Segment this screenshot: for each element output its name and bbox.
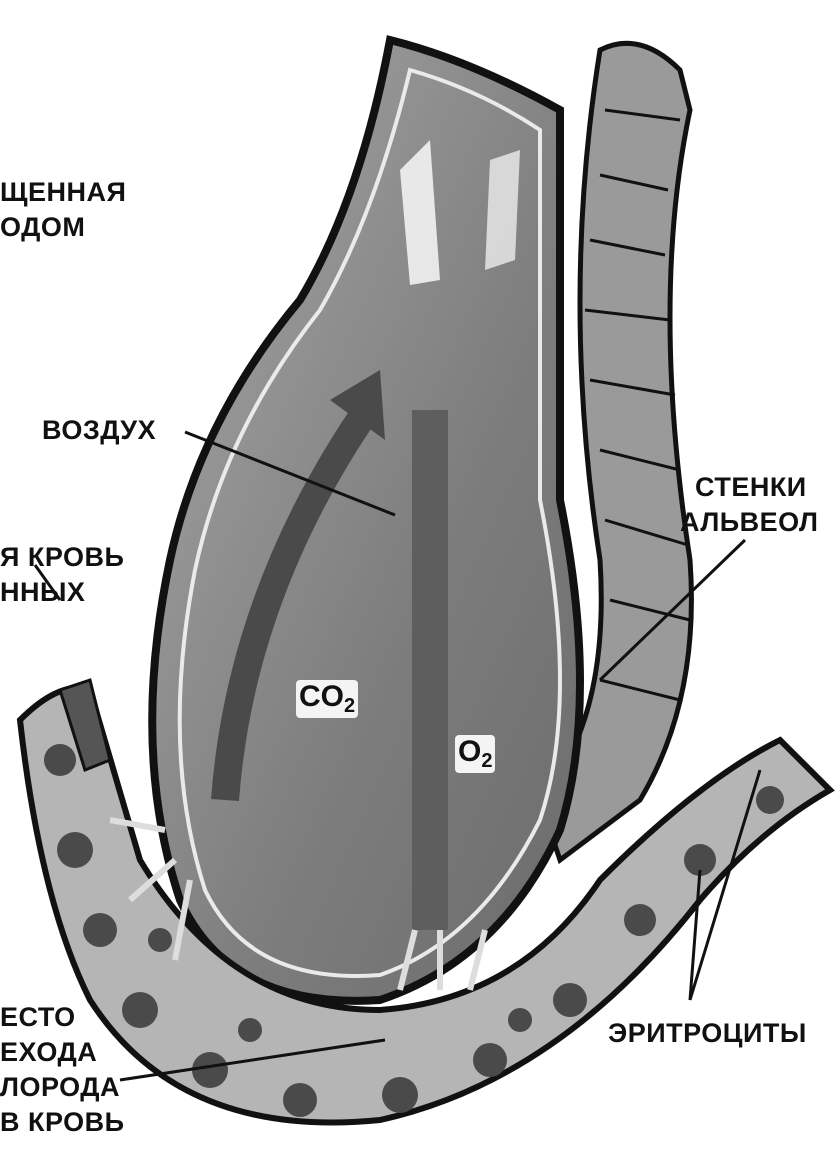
label-erythrocytes: ЭРИТРОЦИТЫ (608, 1016, 807, 1050)
co2-text: CO (299, 680, 344, 713)
o2-label: O2 (455, 735, 495, 773)
label-top-left-1: ЩЕННАЯ (0, 175, 126, 209)
o2-subscript: 2 (481, 750, 492, 772)
label-place-1: ЕСТО (0, 1000, 76, 1034)
light-reflection-right (485, 150, 520, 270)
label-place-3: ЛОРОДА (0, 1070, 120, 1104)
label-place-2: ЕХОДА (0, 1035, 97, 1069)
label-blood-1: Я КРОВЬ (0, 540, 124, 574)
label-top-left-2: ОДОМ (0, 210, 85, 244)
co2-label: CO2 (296, 680, 358, 718)
co2-subscript: 2 (344, 695, 355, 717)
label-blood-2: ННЫХ (0, 575, 85, 609)
o2-text: O (458, 735, 481, 768)
label-walls-2: АЛЬВЕОЛ (680, 505, 818, 539)
label-air: ВОЗДУХ (42, 413, 156, 447)
label-walls-1: СТЕНКИ (695, 470, 807, 504)
label-place-4: В КРОВЬ (0, 1105, 125, 1139)
